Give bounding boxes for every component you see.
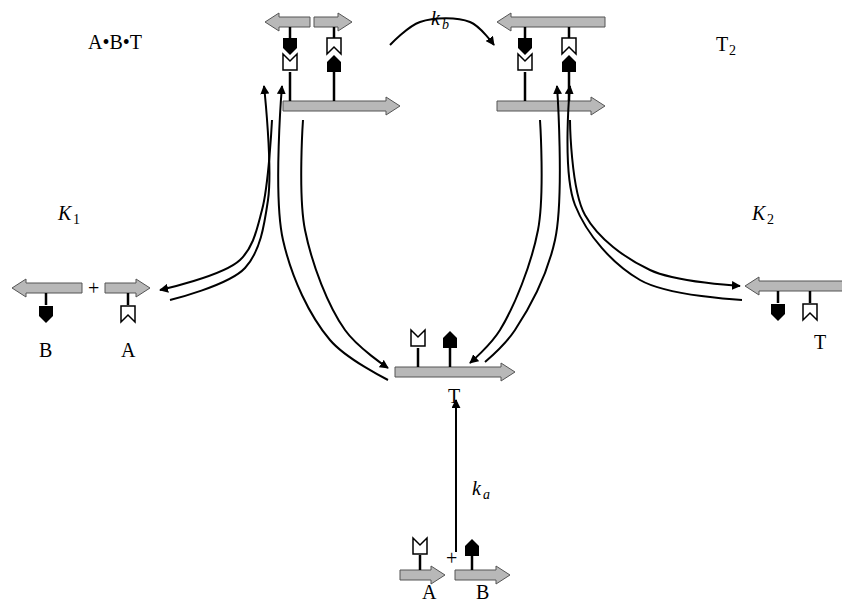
recognition-pentagon [443, 331, 457, 348]
linker [777, 291, 780, 303]
linker [417, 348, 420, 367]
recognition-notch [327, 38, 341, 54]
strand [395, 363, 515, 381]
species-label: B [39, 340, 52, 360]
recognition-pentagon [518, 38, 532, 55]
linker [449, 348, 452, 367]
species-label: K [752, 203, 765, 223]
species-label: T [716, 34, 728, 54]
subscript: 2 [729, 44, 736, 58]
species-label: T [448, 386, 460, 406]
species-label: K [58, 203, 71, 223]
species-label: A [121, 340, 135, 360]
recognition-notch [803, 304, 817, 320]
linker [419, 555, 422, 570]
reaction-arrow [567, 86, 742, 300]
linker [45, 293, 48, 305]
species-label: A•B•T [88, 32, 142, 52]
reaction-arrow [390, 18, 494, 45]
reaction-arrow [160, 120, 272, 290]
linker [127, 293, 130, 305]
reaction-arrow [470, 120, 542, 363]
recognition-pentagon [771, 304, 785, 321]
species-label: k [431, 8, 440, 28]
species-label: k [472, 478, 481, 498]
recognition-pentagon [39, 306, 53, 323]
subscript: 1 [73, 213, 80, 227]
linker [524, 27, 527, 38]
strand [265, 13, 310, 31]
strand [283, 97, 400, 115]
reaction-arrow [455, 400, 457, 552]
recognition-notch [283, 54, 297, 70]
species-label: + [88, 278, 99, 298]
recognition-notch [518, 54, 532, 70]
linker [289, 72, 292, 101]
species-label: + [446, 548, 457, 568]
species-label: B [476, 582, 489, 602]
linker [809, 291, 812, 303]
strand [497, 97, 605, 115]
linker [568, 27, 571, 38]
recognition-pentagon [327, 55, 341, 72]
recognition-pentagon [465, 539, 479, 556]
strand [745, 277, 842, 295]
linker [333, 27, 336, 38]
species-label: A [422, 582, 436, 602]
strand [497, 13, 605, 31]
reaction-arrow [301, 120, 388, 368]
recognition-notch [413, 538, 427, 554]
linker [471, 555, 474, 570]
linker [289, 27, 292, 38]
recognition-notch [562, 38, 576, 54]
reaction-arrow [278, 86, 388, 380]
subscript: b [442, 18, 449, 32]
subscript: a [483, 488, 490, 502]
recognition-pentagon [562, 55, 576, 72]
subscript: 2 [767, 213, 774, 227]
species-label: T [814, 332, 826, 352]
linker [524, 72, 527, 101]
reaction-arrow [170, 86, 269, 300]
recognition-pentagon [283, 38, 297, 55]
recognition-notch [411, 330, 425, 346]
linker [333, 72, 336, 101]
recognition-notch [121, 306, 135, 322]
reaction-arrow [570, 120, 740, 286]
reaction-arrow [485, 86, 560, 362]
